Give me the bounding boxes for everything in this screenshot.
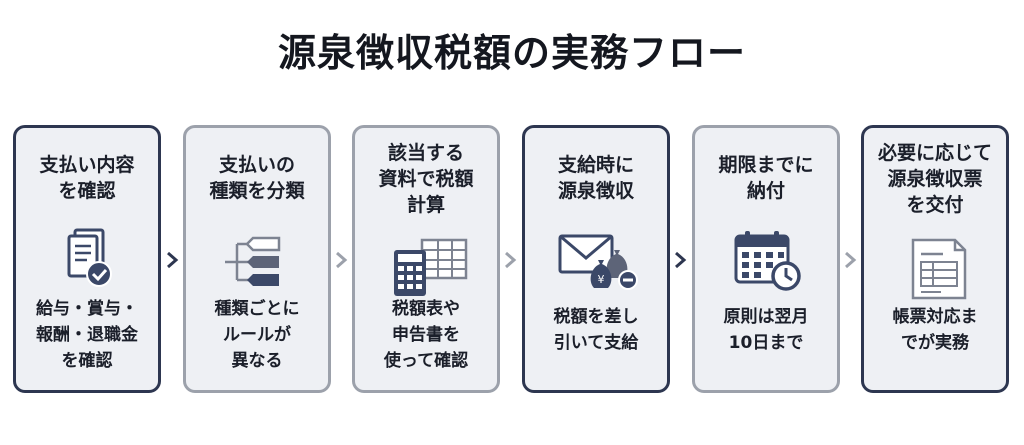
step-card-4: 支給時に 源泉徴収 ¥ 税額を差し 引いて支給 — [522, 125, 670, 393]
step-card-3: 該当する 資料で税額 計算 税額表や 申告書を 使って確認 — [352, 125, 500, 393]
arrow-right-icon — [675, 251, 687, 269]
step-heading: 支払いの 種類を分類 — [209, 154, 305, 202]
step-detail: 種類ごとに ルールが 異なる — [214, 299, 300, 371]
step-heading: 必要に応じて 源泉徴収票 を交付 — [877, 142, 992, 216]
step-heading: 期限までに 納付 — [718, 154, 814, 202]
arrow-right-icon — [167, 251, 179, 269]
step-detail: 税額表や 申告書を 使って確認 — [383, 299, 469, 371]
svg-text:¥: ¥ — [598, 273, 605, 286]
step-card-2: 支払いの 種類を分類 種類ごとに ルールが 異なる — [183, 125, 331, 393]
step-detail: 帳票対応ま でが実務 — [892, 307, 978, 353]
envelope-money-bag-icon: ¥ — [558, 234, 638, 290]
step-detail: 税額を差し 引いて支給 — [553, 307, 639, 353]
step-detail: 給与・賞与・ 報酬・退職金 を確認 — [36, 299, 138, 371]
arrow-right-icon — [505, 251, 517, 269]
document-check-icon — [67, 228, 112, 287]
arrow-right-icon — [845, 251, 857, 269]
tag-branch-icon — [225, 236, 281, 286]
step-card-6: 必要に応じて 源泉徴収票 を交付 帳票対応ま でが実務 — [861, 125, 1009, 393]
diagram-title: 源泉徴収税額の実務フロー — [277, 31, 746, 75]
step-heading: 支給時に 源泉徴収 — [557, 154, 634, 202]
step-heading: 該当する 資料で税額 計算 — [378, 142, 474, 216]
step-card-5: 期限までに 納付 原則は翌月 10日まで — [692, 125, 840, 393]
calendar-clock-icon — [734, 231, 801, 291]
step-heading: 支払い内容 を確認 — [39, 154, 135, 202]
step-card-1: 支払い内容 を確認 給与・賞与・ 報酬・退職金 を確認 — [13, 125, 161, 393]
form-document-icon — [911, 238, 967, 300]
step-detail: 原則は翌月 10日まで — [723, 307, 809, 353]
arrow-right-icon — [336, 251, 348, 269]
calculator-table-icon — [394, 238, 468, 296]
